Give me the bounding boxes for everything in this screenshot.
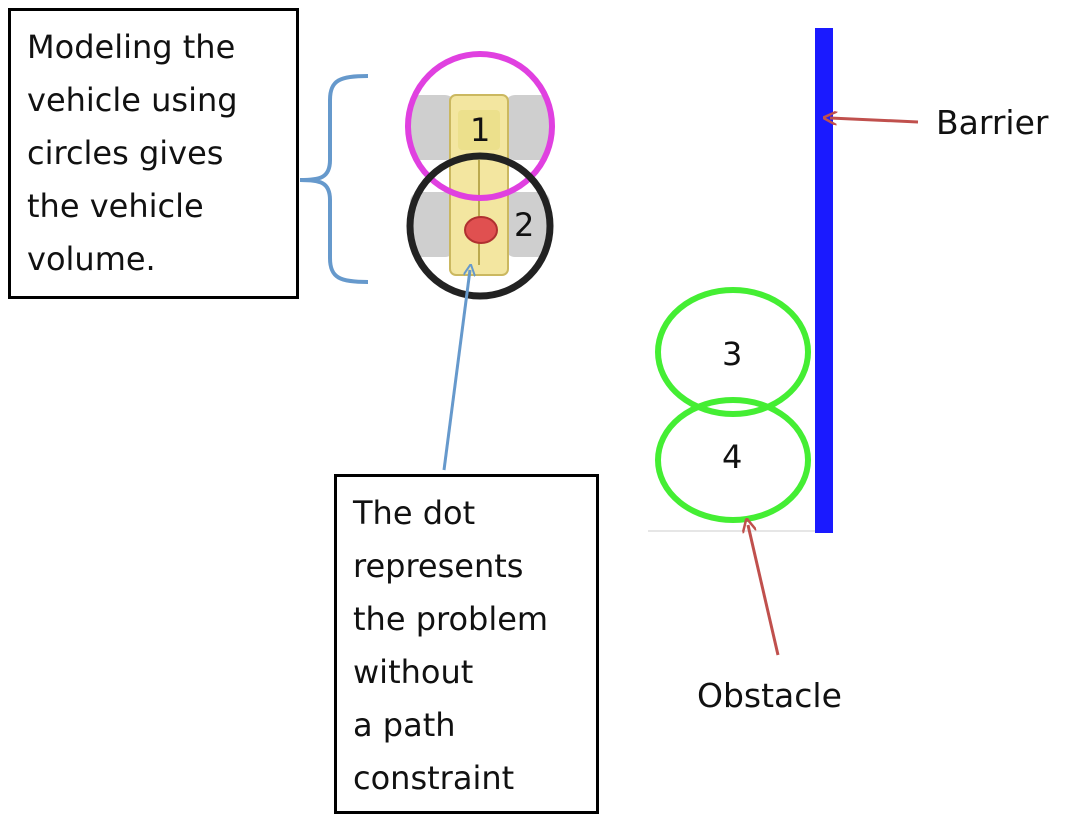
callout-line: the problem: [353, 600, 549, 638]
callout-line: vehicle using: [27, 81, 238, 119]
vehicle-circle-1: [405, 51, 555, 201]
callout-line: represents: [353, 547, 524, 585]
callout-line: without: [353, 653, 474, 691]
dot-note-callout: The dot represents the problem without a…: [334, 474, 599, 814]
barrier: [815, 28, 833, 533]
obstacle-circle-3: [655, 287, 811, 417]
brace-icon: [299, 74, 369, 284]
circle-label-4: 4: [722, 438, 742, 476]
barrier-arrow: [830, 118, 919, 122]
dot-note-arrow: [442, 270, 470, 471]
circle-label-2: 2: [514, 206, 534, 244]
callout-line: Modeling the: [27, 28, 236, 66]
vehicle-circle-2: [406, 152, 554, 300]
callout-line: constraint: [353, 759, 515, 797]
red-dot: [464, 216, 498, 244]
callout-line: the vehicle: [27, 187, 204, 225]
circle-label-1: 1: [470, 111, 490, 149]
callout-line: a path: [353, 706, 456, 744]
callout-line: The dot: [353, 494, 476, 532]
obstacle-label: Obstacle: [697, 676, 842, 715]
barrier-label: Barrier: [936, 103, 1049, 142]
callout-line: volume.: [27, 240, 156, 278]
obstacle-arrow: [748, 525, 780, 656]
obstacle-circle-4: [655, 397, 811, 523]
vehicle-model-callout: Modeling the vehicle using circles gives…: [8, 8, 299, 299]
circle-label-3: 3: [722, 335, 742, 373]
callout-line: circles gives: [27, 134, 224, 172]
